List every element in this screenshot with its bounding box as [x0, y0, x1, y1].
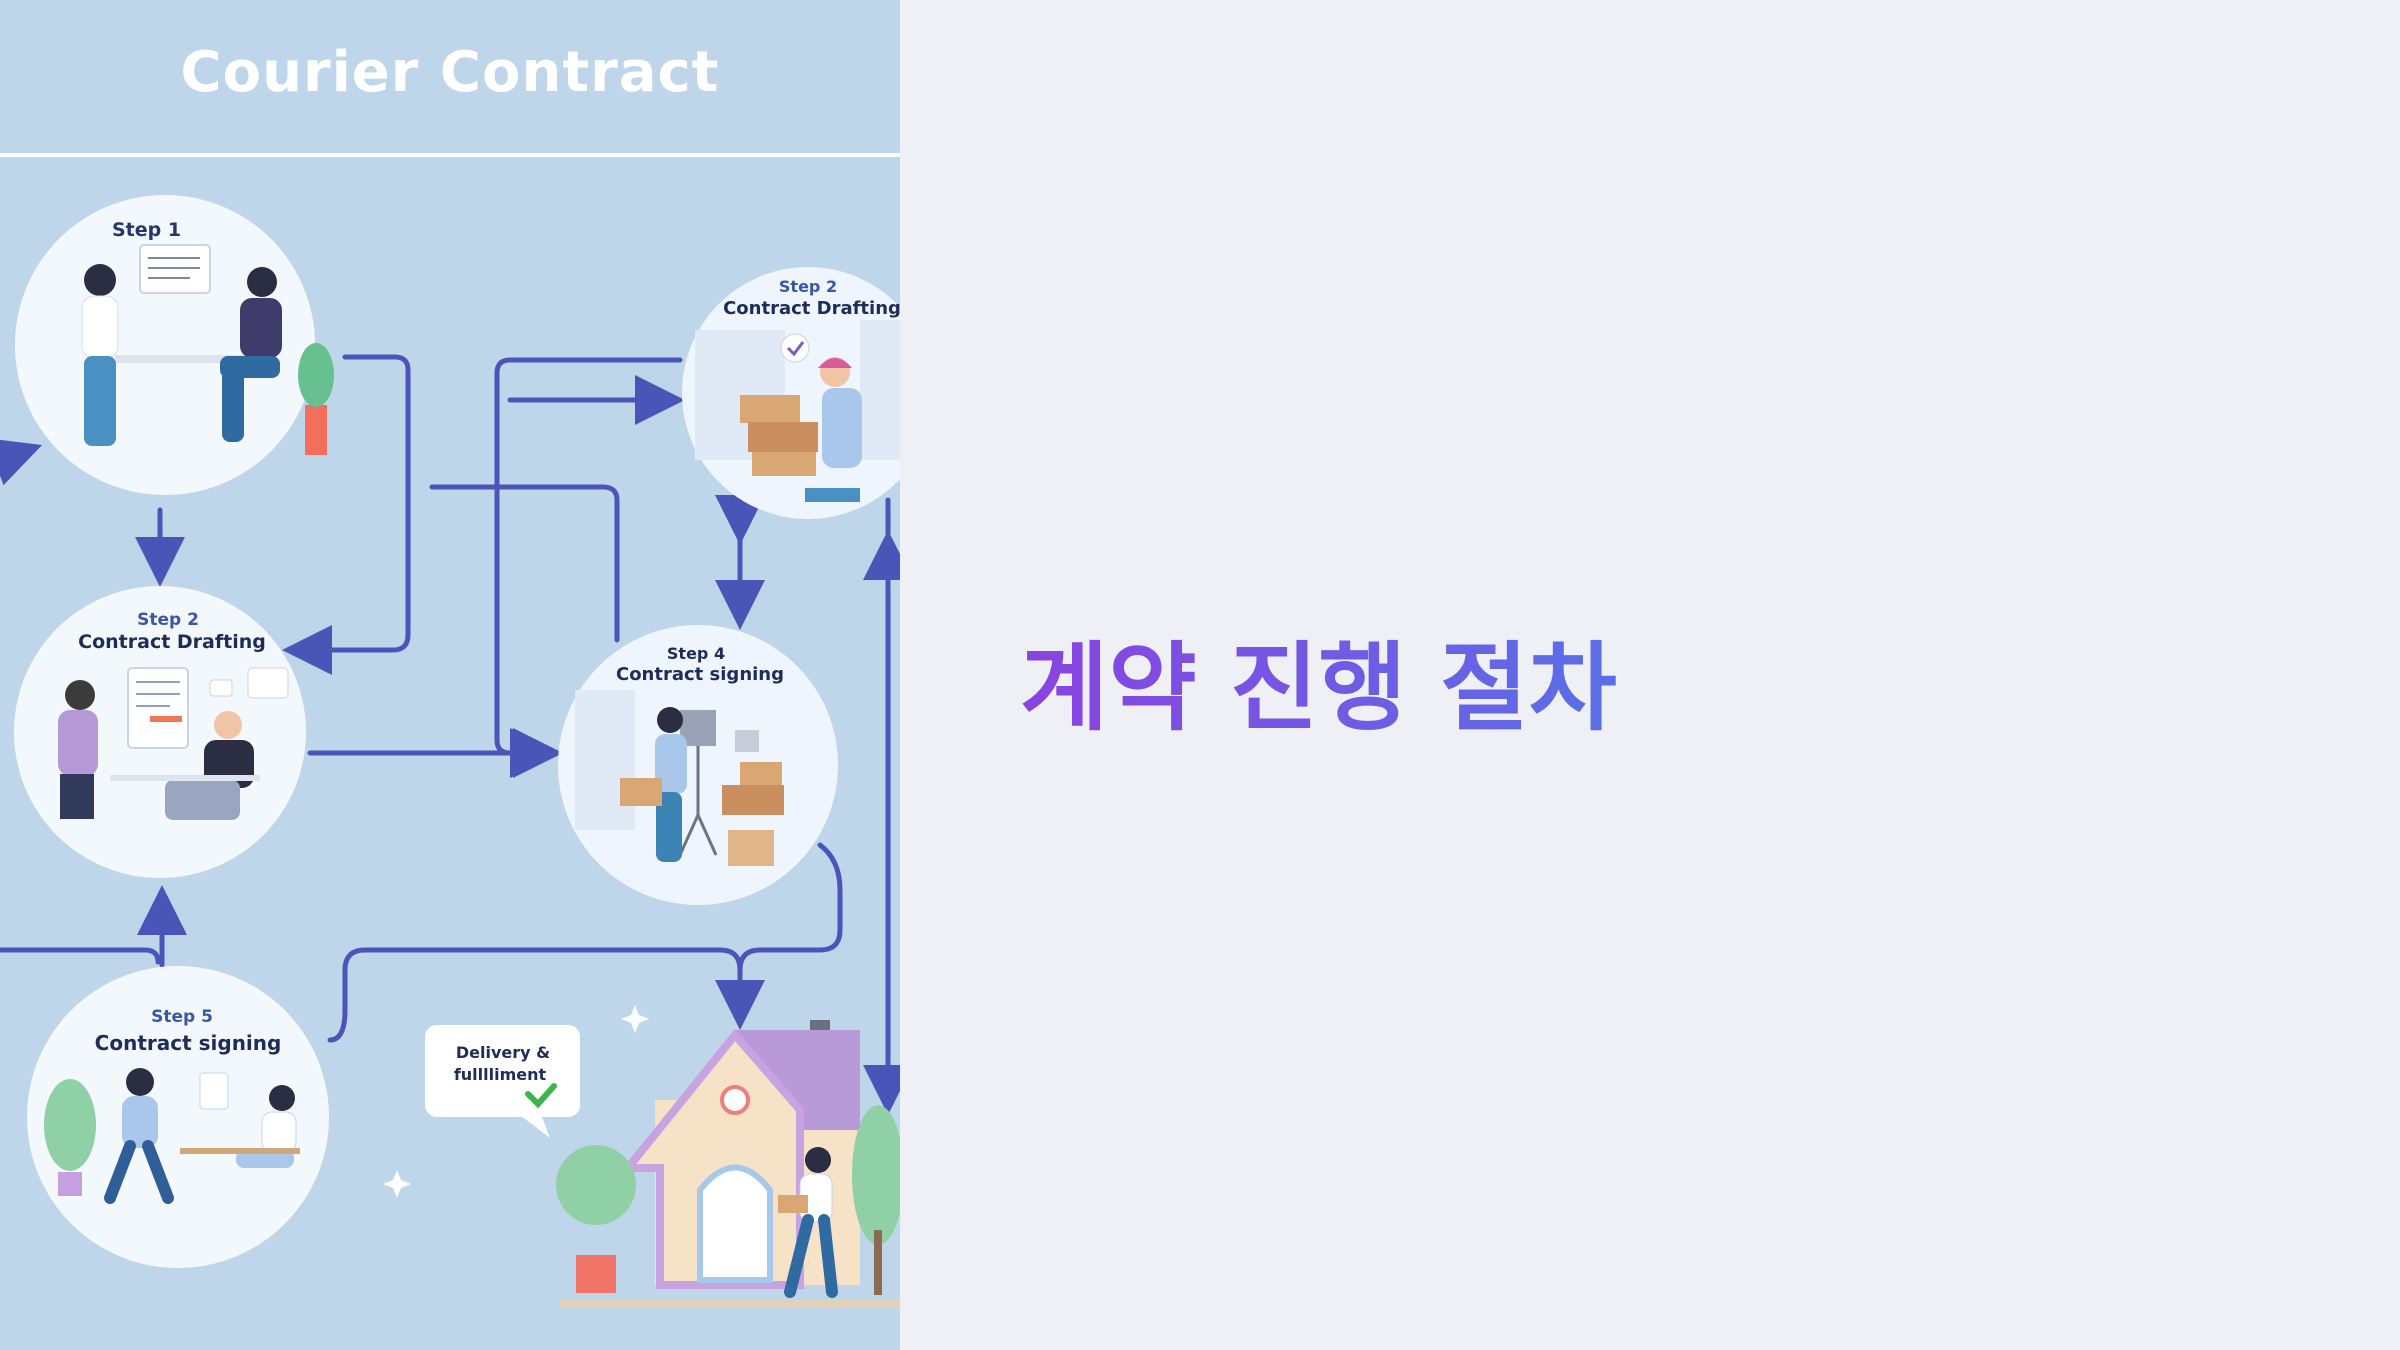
person-icon — [126, 1068, 154, 1096]
check-badge-icon — [781, 334, 809, 362]
door-icon — [700, 1168, 770, 1281]
illustration-panel: Courier Contract — [0, 0, 900, 1350]
bubble-line2: fulllliment — [454, 1065, 547, 1084]
house-illustration — [556, 1020, 900, 1308]
plant-pot-icon — [305, 405, 327, 455]
step2-left-node: Step 2 Contract Drafting — [14, 586, 306, 878]
sparkle-icon — [383, 1170, 411, 1198]
box-icon — [740, 395, 800, 423]
plant-pot-icon — [58, 1172, 82, 1196]
person-icon — [269, 1085, 295, 1111]
box-icon — [620, 778, 662, 806]
sparkle-icon — [621, 1005, 649, 1033]
step2-left-label: Contract Drafting — [78, 631, 266, 653]
courier-icon — [657, 707, 683, 733]
window-icon — [575, 690, 635, 830]
plant-icon — [298, 343, 334, 407]
bubble-line1: Delivery & — [456, 1043, 550, 1062]
step5-number: Step 5 — [151, 1007, 213, 1027]
step5-label: Contract signing — [95, 1031, 282, 1055]
page-heading: 계약 진행 절차 — [1020, 610, 1617, 749]
screen-icon — [735, 730, 759, 752]
step4-node: Step 4 Contract signing — [558, 625, 838, 905]
person-icon — [84, 264, 116, 296]
box-icon — [752, 452, 816, 476]
step2-top-label: Contract Drafting — [723, 298, 900, 319]
tree-icon — [556, 1145, 636, 1225]
connector-left-bottom — [0, 950, 158, 962]
step4-label: Contract signing — [616, 664, 784, 685]
step1-number: Step 1 — [112, 219, 181, 241]
table-icon — [180, 1148, 300, 1154]
plant-pot-icon — [576, 1255, 616, 1293]
tree-icon — [44, 1079, 96, 1171]
box-icon — [748, 422, 818, 452]
form-icon — [128, 668, 188, 748]
box-icon — [778, 1195, 808, 1213]
box-icon — [728, 830, 774, 866]
step1-node: Step 1 — [15, 195, 334, 495]
step2-left-number: Step 2 — [137, 610, 199, 630]
person-icon — [65, 680, 95, 710]
box-icon — [740, 762, 782, 786]
box-icon — [722, 785, 784, 815]
courier-icon — [805, 1147, 831, 1173]
round-window-icon — [722, 1087, 748, 1113]
step4-number: Step 4 — [667, 644, 725, 663]
process-flow-diagram: Step 1 Step 2 Contract Drafting — [0, 0, 900, 1350]
card-icon — [248, 668, 288, 698]
connector-mid — [432, 487, 617, 640]
person-icon — [247, 267, 277, 297]
step2-top-number: Step 2 — [779, 277, 837, 296]
arrow-left-to-step1 — [0, 450, 28, 470]
delivery-bubble: Delivery & fulllliment — [425, 1025, 580, 1138]
step2-top-node: Step 2 Contract Drafting — [682, 267, 900, 519]
document-icon — [200, 1073, 228, 1109]
step5-node: Step 5 Contract signing — [27, 966, 329, 1268]
person-icon — [214, 711, 242, 739]
